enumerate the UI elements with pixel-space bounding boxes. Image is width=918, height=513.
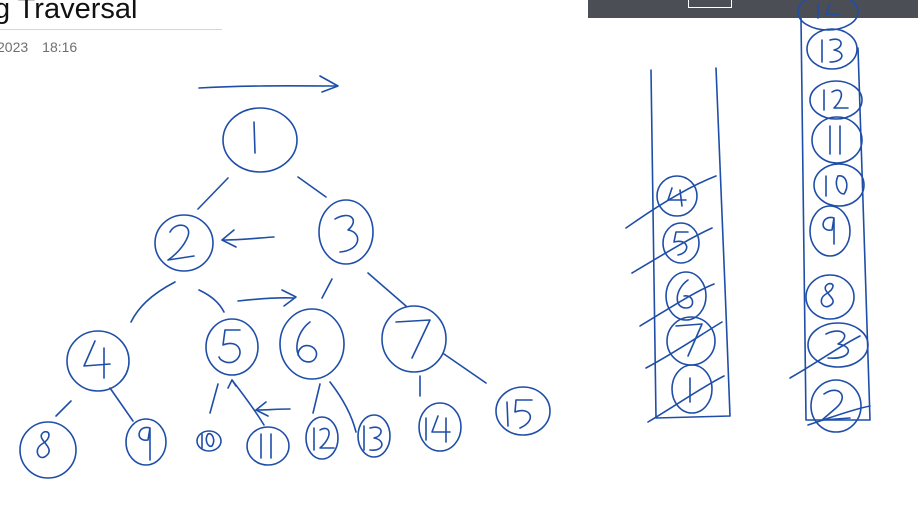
tree-node-13 [357, 414, 391, 458]
tree-node-7 [381, 305, 447, 373]
tree-node-2 [154, 214, 214, 272]
tree-node-10 [196, 430, 222, 452]
tree-edges [55, 176, 487, 433]
toolbar-button[interactable] [688, 0, 732, 8]
tree-node-11 [246, 426, 290, 466]
tree-node-15 [495, 386, 551, 436]
tree-node-5 [205, 318, 259, 376]
page-date: 2023 [0, 39, 29, 55]
page-meta: 2023 18:16 [0, 39, 77, 55]
tree-node-8 [19, 421, 77, 479]
arrow-up-node-11 [227, 379, 237, 389]
tree-node-3 [318, 199, 374, 265]
page-title: g Traversal [0, 0, 138, 25]
arrow-right-level-3 [237, 289, 297, 307]
arrow-left-level-4 [255, 401, 291, 417]
tree-node-9 [125, 418, 167, 466]
stack-left [625, 67, 731, 423]
arrow-top [198, 75, 339, 93]
tree-node-12 [305, 416, 339, 460]
tree-node-14 [418, 402, 462, 452]
stack-right [789, 0, 871, 433]
page-time: 18:16 [42, 39, 78, 55]
tree-node-6 [279, 308, 345, 380]
title-underline [0, 29, 222, 30]
tree-node-4 [66, 330, 130, 392]
arrow-left-level-2 [221, 229, 275, 248]
tree-node-1 [222, 107, 298, 173]
